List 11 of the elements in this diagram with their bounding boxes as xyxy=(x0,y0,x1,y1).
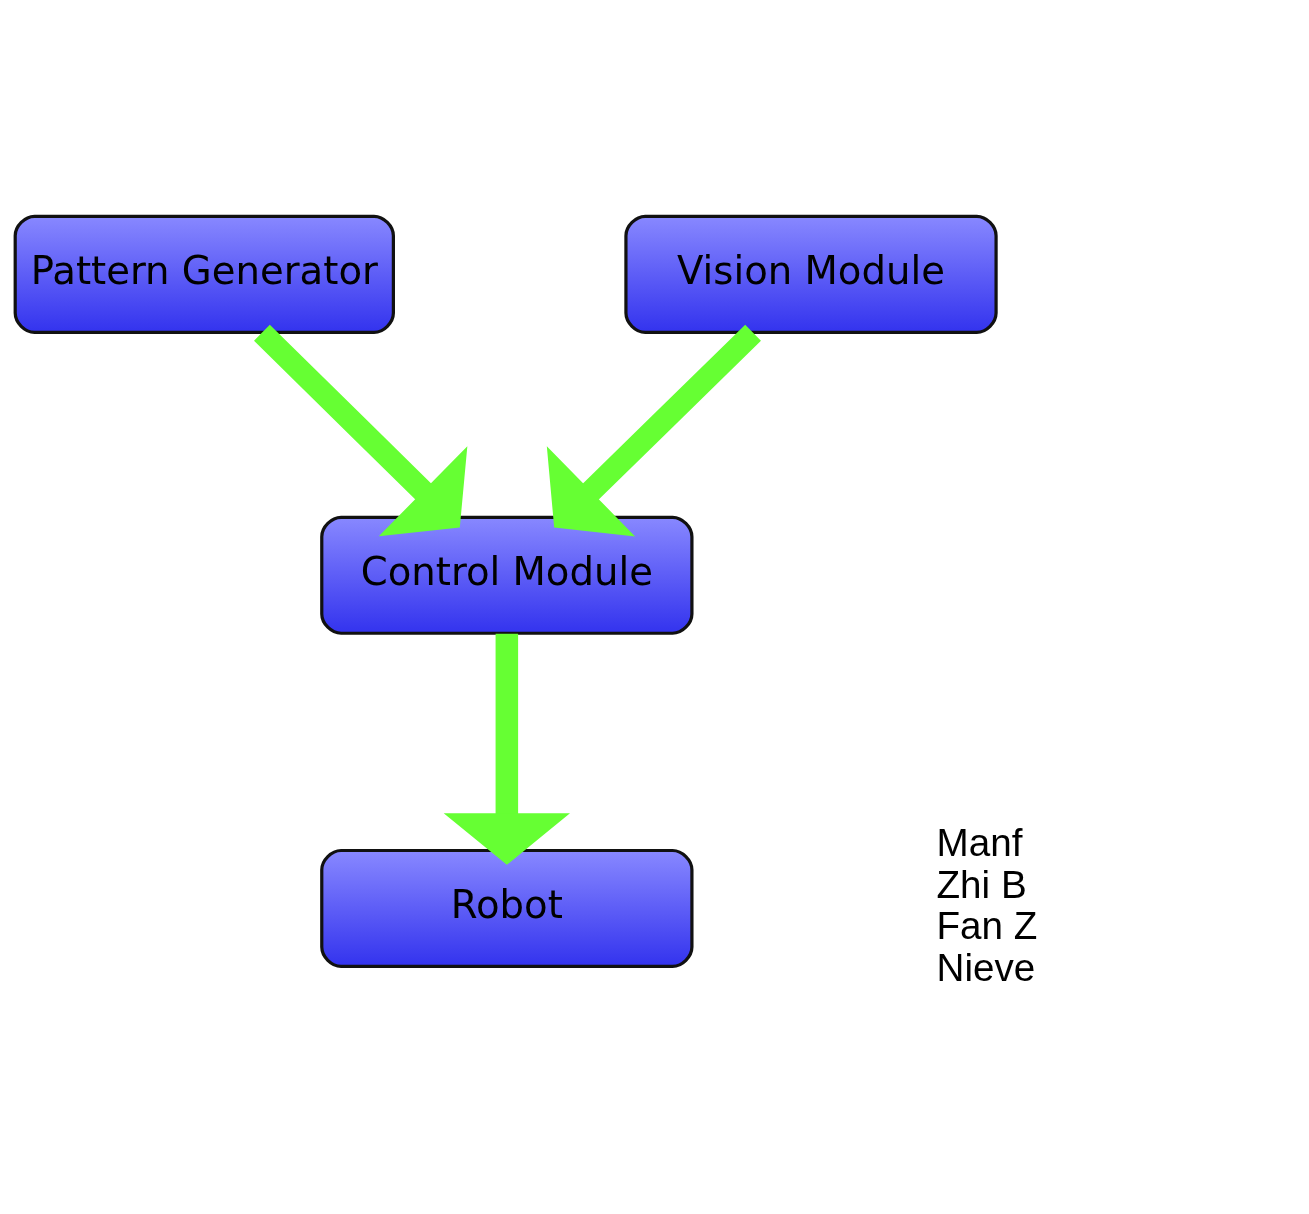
label: Nieve xyxy=(936,945,1036,989)
node-box: Vision Module xyxy=(624,214,998,334)
node-box: Control Module xyxy=(320,515,694,635)
label: Zhi B xyxy=(936,862,1027,905)
node-box: Pattern Generator xyxy=(13,214,395,334)
arrow xyxy=(443,633,570,865)
arrow xyxy=(546,324,761,536)
label: Manf xyxy=(936,820,1023,864)
arrow xyxy=(254,324,468,536)
node-box: Robot xyxy=(320,848,694,968)
label: Fan Z xyxy=(936,903,1038,947)
